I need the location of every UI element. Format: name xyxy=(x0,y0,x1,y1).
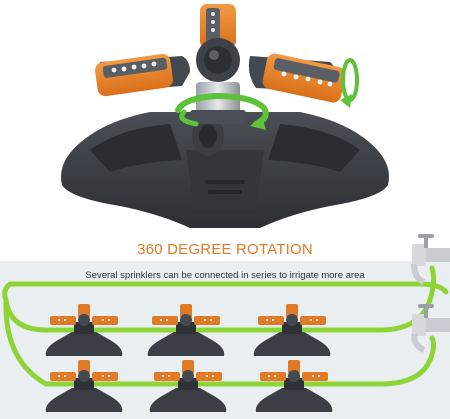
water-faucet-icon xyxy=(411,234,450,353)
rotation-arrow-icon xyxy=(175,58,359,130)
rotation-headline: 360 DEGREE ROTATION xyxy=(137,241,313,258)
series-caption: Several sprinklers can be connected in s… xyxy=(85,270,365,281)
series-sprinklers xyxy=(45,304,333,412)
hose-lines xyxy=(2,265,449,387)
sprinkler-image xyxy=(61,4,389,228)
